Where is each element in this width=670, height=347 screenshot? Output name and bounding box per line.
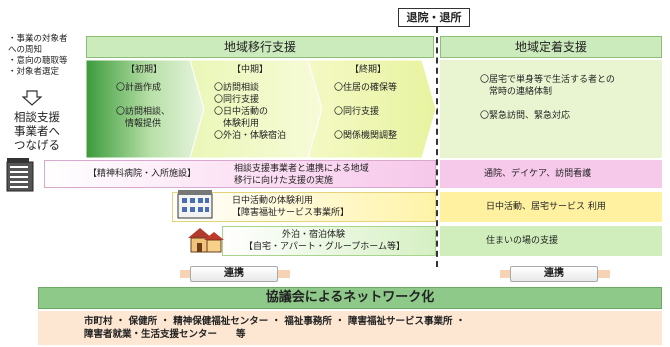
facility-label: 【精神科病院・入所施設】 xyxy=(88,169,197,179)
phase-late: 【終期】 〇住居の確保等 〇同行支援 〇関係機関調整 xyxy=(334,65,398,141)
left-note: ・対象者選定 xyxy=(8,67,60,77)
settlement-items: 〇居宅で単身等で生活する者との 常時の連絡体制 〇緊急訪問、緊急対応 xyxy=(480,75,615,121)
house-icon xyxy=(188,228,224,253)
left-note: ・意向の聴取等 xyxy=(8,56,68,66)
settlement-support-header: 地域定着支援 xyxy=(440,36,662,58)
phase-title: 【中期】 xyxy=(232,65,269,75)
phase-title: 【終期】 xyxy=(350,65,387,75)
phase-middle: 【中期】 〇訪問相談 〇同行支援 〇日中活動の 体験利用 〇外泊・体験宿泊 xyxy=(214,65,287,141)
organization-list: 市町村 ・ 保健所 ・ 精神保健福祉センター ・ 福祉事務所 ・ 障害福祉サービ… xyxy=(38,311,662,345)
left-notes: ・事業の対象者 への周知 ・意向の聴取等 ・対象者選定 xyxy=(8,34,68,78)
office-building-icon xyxy=(177,190,213,219)
left-note: への周知 xyxy=(8,45,43,55)
renkei-label: 連携 xyxy=(190,266,278,282)
renkei-label: 連携 xyxy=(510,266,598,282)
discharge-divider xyxy=(436,27,438,267)
discharge-label: 退院・退所 xyxy=(398,8,470,27)
row-housing: 外泊・宿泊体験 【自宅・アパート・グループホーム等】 住まいの場の支援 xyxy=(222,226,662,256)
left-main-text: 相談支援 事業者へ つなげる xyxy=(14,110,60,152)
down-arrow-icon xyxy=(22,90,42,106)
row-hospital: 【精神科病院・入所施設】 相談支援事業者と連携による地域 移行に向けた支援の実施… xyxy=(44,160,662,188)
left-note: ・事業の対象者 xyxy=(8,34,68,44)
transition-support-header: 地域移行支援 xyxy=(86,36,434,58)
network-banner: 協議会によるネットワーク化 xyxy=(38,287,662,309)
phase-title: 【初期】 xyxy=(126,65,163,75)
phase-early: 【初期】 〇計画作成 〇訪問相談、 情報提供 xyxy=(116,65,171,129)
row-day-activity: 日中活動の体験利用 【障害福祉サービス事業所】 日中活動、居宅サービス 利用 xyxy=(172,192,662,222)
phase-arrows xyxy=(86,60,662,159)
hospital-building-icon xyxy=(6,158,34,192)
